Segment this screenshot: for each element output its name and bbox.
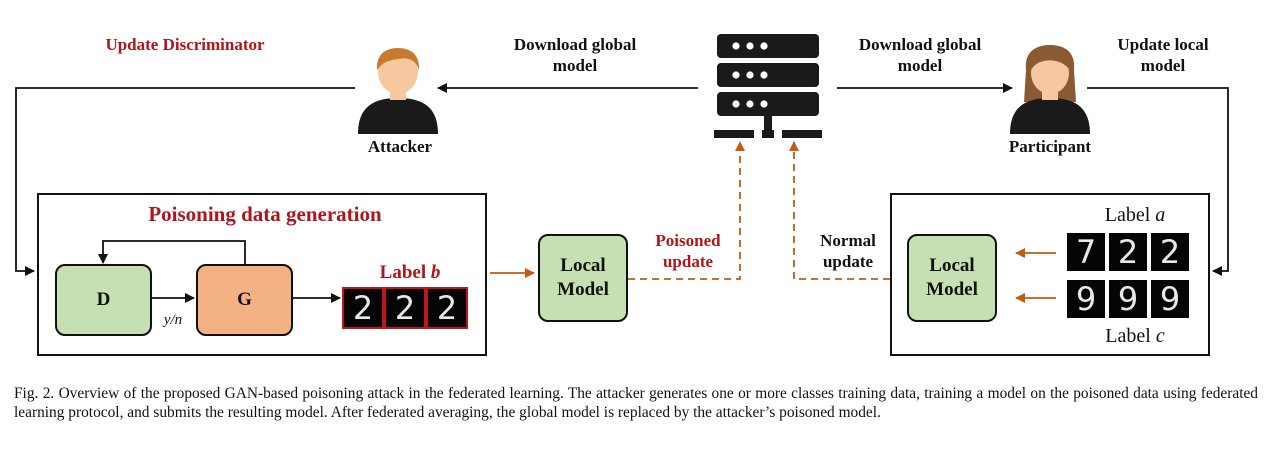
attacker-local-model-node: Local Model <box>538 234 628 322</box>
generator-node: G <box>196 264 293 336</box>
label-c-sample-digit: 9 <box>1151 280 1189 318</box>
connector-layer <box>15 83 1229 303</box>
real-fake-label: y/n <box>163 312 183 328</box>
label-a-sample-digit: 2 <box>1151 233 1189 271</box>
participant-local-model-node: Local Model <box>907 234 997 322</box>
participant-person-icon <box>1010 45 1090 134</box>
attacker-label: Attacker <box>367 137 433 156</box>
normal-update-arrow <box>789 141 890 280</box>
label-c-caption: Label c <box>1105 325 1165 347</box>
label-b-caption: Label b <box>379 262 441 283</box>
normal-update-label: Normal update <box>820 231 876 271</box>
attacker-local-container <box>37 193 487 356</box>
update-local-model-label: Update local model <box>1117 35 1209 75</box>
label-a-sample-digit: 7 <box>1067 233 1105 271</box>
poisoned-update-arrow <box>628 141 745 280</box>
download-global-model-label-right: Download global model <box>858 35 982 75</box>
server-icon <box>714 34 822 138</box>
label-a-text: Label a <box>1104 204 1166 226</box>
label-b-sample-digit: 2 <box>384 287 426 329</box>
label-c-sample-digit: 9 <box>1109 280 1147 318</box>
label-a-caption: Label a <box>1080 205 1190 226</box>
label-b-sample-digit: 2 <box>342 287 384 329</box>
attacker-person-icon <box>358 48 438 134</box>
label-c-sample-digit: 9 <box>1067 280 1105 318</box>
download-global-model-label-left: Download global model <box>513 35 637 75</box>
generator-feedback-arrow <box>98 240 246 265</box>
label-a-sample-digit: 2 <box>1109 233 1147 271</box>
discriminator-node: D <box>55 264 152 336</box>
update-local-model-arrow <box>1087 87 1229 276</box>
participant-local-container <box>890 193 1210 356</box>
participant-label: Participant <box>1008 137 1092 156</box>
poisoned-update-label: Poisoned update <box>655 231 721 271</box>
update-discriminator-arrow <box>15 87 355 276</box>
update-discriminator-label: Update Discriminator <box>105 35 265 54</box>
label-b-sample-digit: 2 <box>426 287 468 329</box>
poisoning-data-generation-title: Poisoning data generation <box>148 202 382 226</box>
figure-caption: Fig. 2. Overview of the proposed GAN-bas… <box>14 385 1258 421</box>
